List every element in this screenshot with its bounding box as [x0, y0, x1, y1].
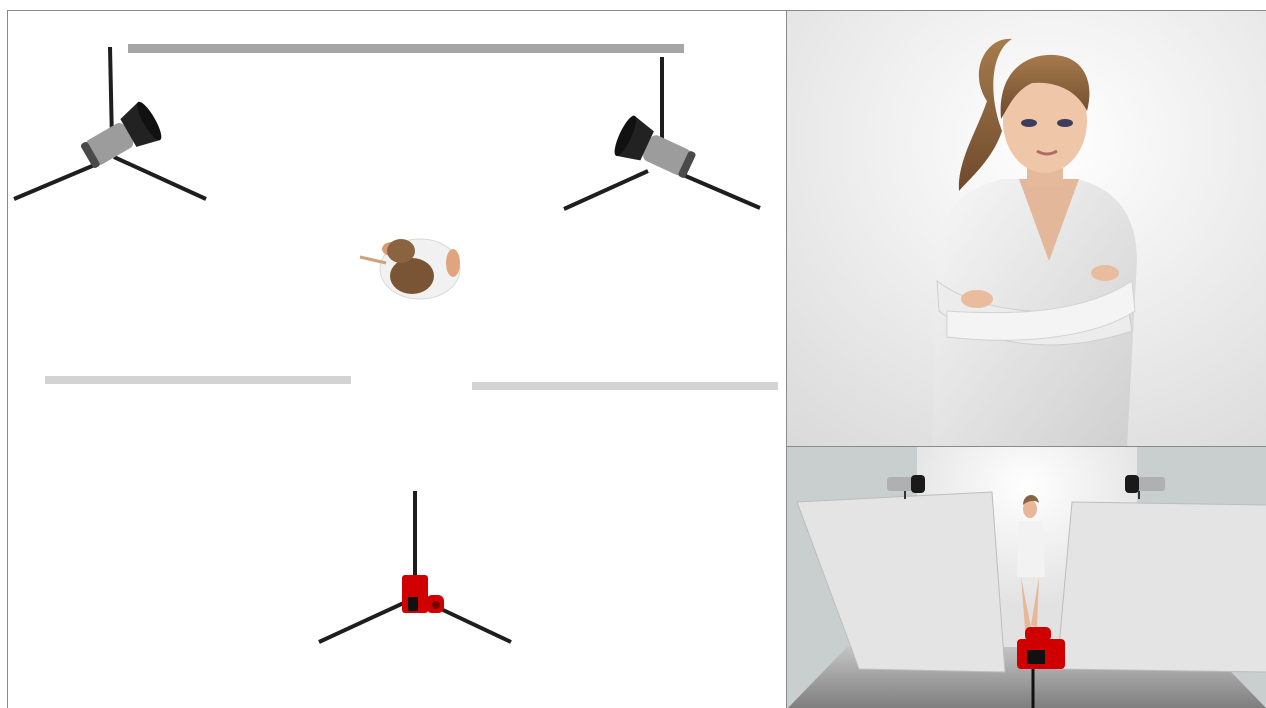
reflector-panel-left [45, 376, 351, 384]
camera-tripod [319, 491, 511, 642]
light-stand-left [14, 47, 206, 199]
lighting-diagram-svg [8, 11, 786, 708]
portrait-render-panel [786, 10, 1266, 446]
backdrop-bar [128, 44, 684, 53]
model-top-view [360, 239, 460, 299]
studio-render-svg [787, 447, 1266, 708]
reflector-panel-right [472, 382, 778, 390]
studio-reflector-right [1057, 502, 1266, 672]
portrait-render-svg [787, 11, 1266, 446]
lighting-diagram-panel [7, 10, 786, 708]
light-stand-right [564, 57, 760, 209]
studio-render-panel [786, 446, 1266, 708]
